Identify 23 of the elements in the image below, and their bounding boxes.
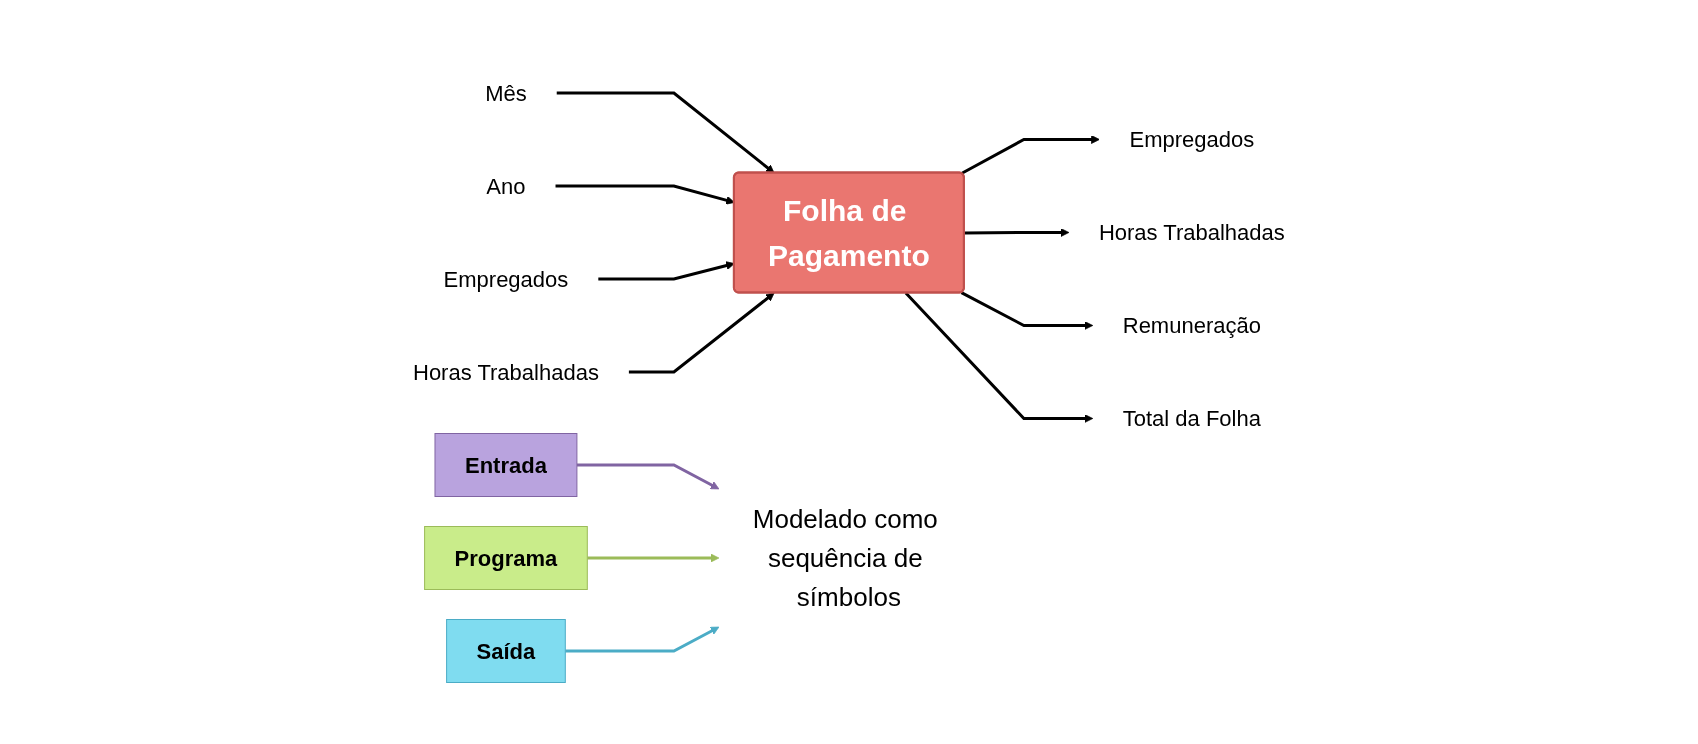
node-text: Mês: [485, 80, 527, 106]
node-box: Programa: [424, 526, 588, 590]
node-box: Saída: [446, 619, 566, 683]
arrow: [598, 261, 735, 281]
arrow: [964, 228, 1070, 237]
arrow: [555, 184, 735, 205]
node-text: Horas Trabalhadas: [413, 359, 599, 385]
node-box: Entrada: [434, 433, 578, 497]
node-text: Empregados: [443, 266, 569, 292]
node-text: Horas Trabalhadas: [1099, 220, 1285, 245]
node-text: Total da Folha: [1122, 406, 1262, 431]
arrow: [577, 463, 720, 490]
arrow: [629, 292, 775, 374]
node-text: Empregados: [1129, 127, 1255, 152]
node-text: Modelado como sequência de símbolos: [752, 503, 938, 612]
arrow: [587, 553, 720, 563]
node-text: Ano: [486, 173, 526, 199]
node-text: Remuneração: [1122, 313, 1262, 338]
arrow: [960, 135, 1100, 175]
arrow: [565, 626, 720, 653]
arrow: [960, 291, 1094, 330]
arrow: [904, 291, 1094, 423]
arrow: [556, 91, 775, 174]
